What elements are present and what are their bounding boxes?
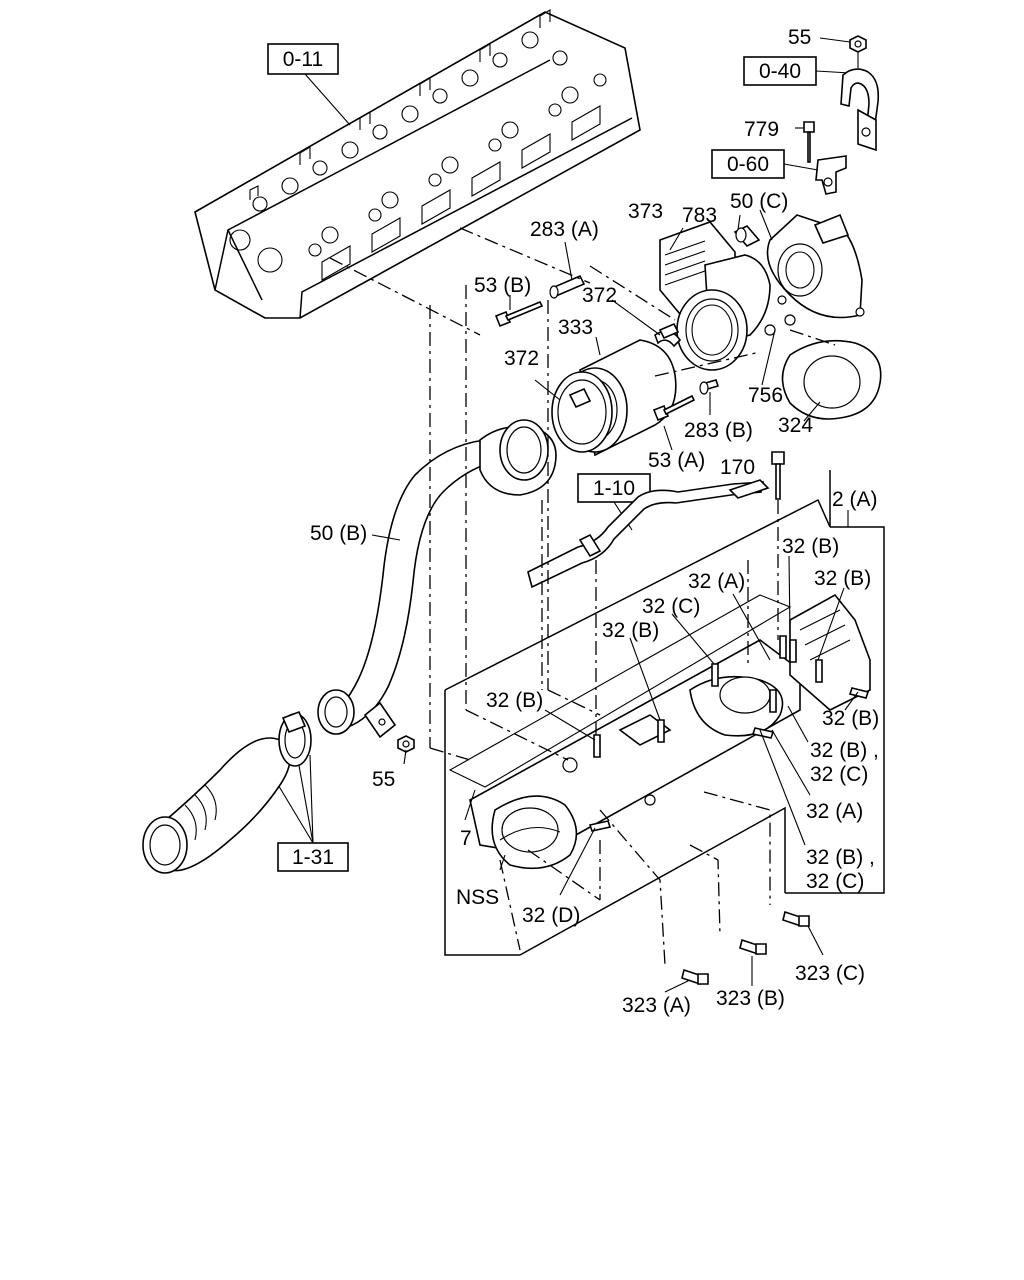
manifold-bolts	[588, 635, 870, 832]
cylinder-head	[194, 9, 641, 319]
label-333: 333	[558, 316, 593, 339]
sensor-0-60	[815, 155, 847, 195]
ref-box-0-11: 0-11	[267, 43, 339, 75]
label-32d: 32 (D)	[522, 904, 580, 927]
label-55-bottom: 55	[372, 768, 395, 791]
bolt-53b	[494, 300, 544, 328]
clamp-372-top	[654, 322, 682, 348]
label-32b-3: 32 (B)	[602, 619, 659, 642]
label-283a: 283 (A)	[530, 218, 599, 241]
intake-manifold-2a	[469, 593, 871, 870]
label-32bc-1b: 32 (C)	[810, 763, 868, 786]
pipe-50b	[317, 419, 557, 739]
label-2a: 2 (A)	[832, 488, 878, 511]
bolt-323a	[681, 968, 709, 986]
ref-0-40-label: 0-40	[759, 60, 801, 83]
clamp-372-left	[551, 371, 613, 453]
label-32bc-2a: 32 (B) ,	[806, 846, 875, 869]
label-53a: 53 (A)	[648, 449, 705, 472]
label-373: 373	[628, 200, 663, 223]
stud-283a	[549, 274, 586, 299]
label-nss: NSS	[456, 886, 499, 909]
ref-box-0-40: 0-40	[743, 56, 817, 86]
throttle-body-373	[659, 221, 796, 371]
ref-0-11-label: 0-11	[283, 48, 323, 71]
bolt-779	[803, 121, 815, 163]
nut-55-bottom	[397, 735, 415, 753]
label-32b-5: 32 (B)	[486, 689, 543, 712]
egr-adapter-50c	[766, 213, 865, 319]
label-32b-1: 32 (B)	[782, 535, 839, 558]
assembly-lines	[329, 227, 836, 966]
bracket-0-40	[840, 68, 880, 152]
bolt-53a	[652, 394, 696, 422]
egr-pipe-1-10	[527, 479, 770, 589]
group-brackets	[444, 470, 885, 956]
ref-0-60-label: 0-60	[727, 153, 769, 176]
label-372-left: 372	[504, 347, 539, 370]
label-779: 779	[744, 118, 779, 141]
intake-hose-1-31	[142, 710, 312, 874]
sleeve-783	[733, 225, 761, 247]
label-323b: 323 (B)	[716, 987, 785, 1010]
label-32c-1: 32 (C)	[642, 595, 700, 618]
label-170: 170	[720, 456, 755, 479]
ref-1-31-label: 1-31	[292, 846, 334, 869]
stud-283b	[699, 379, 720, 395]
label-32a-1: 32 (A)	[688, 570, 745, 593]
label-32b-4: 32 (B)	[822, 707, 879, 730]
label-50c: 50 (C)	[730, 190, 788, 213]
label-323c: 323 (C)	[795, 962, 865, 985]
part-labels: 55 779 50 (C) 783 373 283 (A) 53 (B) 372…	[310, 26, 879, 1017]
bolt-323c	[782, 910, 810, 928]
label-32bc-2b: 32 (C)	[806, 870, 864, 893]
label-783: 783	[682, 204, 717, 227]
label-32b-2: 32 (B)	[814, 567, 871, 590]
nut-55-top	[849, 35, 867, 53]
label-7: 7	[460, 827, 472, 850]
leader-lines	[371, 209, 859, 993]
label-324: 324	[778, 414, 813, 437]
label-756: 756	[748, 384, 783, 407]
label-32bc-1a: 32 (B) ,	[810, 739, 879, 762]
ref-box-1-31: 1-31	[277, 842, 349, 872]
label-323a: 323 (A)	[622, 994, 691, 1017]
label-372-top: 372	[582, 284, 617, 307]
label-283b: 283 (B)	[684, 419, 753, 442]
bolt-323b	[739, 938, 767, 956]
label-32a-2: 32 (A)	[806, 800, 863, 823]
ref-1-10-label: 1-10	[593, 477, 635, 500]
bolt-170	[771, 451, 785, 500]
label-50b: 50 (B)	[310, 522, 367, 545]
gasket-324	[781, 339, 882, 420]
label-55-top: 55	[788, 26, 811, 49]
label-53b: 53 (B)	[474, 274, 531, 297]
ref-box-0-60: 0-60	[711, 149, 785, 179]
